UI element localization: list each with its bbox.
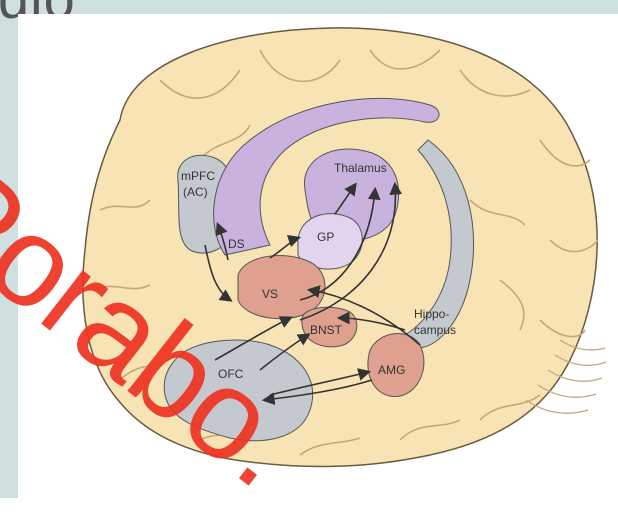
gp-label: GP — [317, 230, 334, 244]
thalamus-label: Thalamus — [334, 161, 387, 175]
ac-label: (AC) — [183, 185, 208, 199]
ds-label: DS — [228, 237, 245, 251]
bnst-label: BNST — [310, 323, 343, 337]
amg-label: AMG — [378, 363, 405, 377]
hippocampus-label-2: campus — [414, 323, 456, 337]
vs-label: VS — [262, 287, 278, 301]
mpfc-label: mPFC — [181, 169, 215, 183]
hippocampus-label-1: Hippo- — [414, 307, 449, 321]
